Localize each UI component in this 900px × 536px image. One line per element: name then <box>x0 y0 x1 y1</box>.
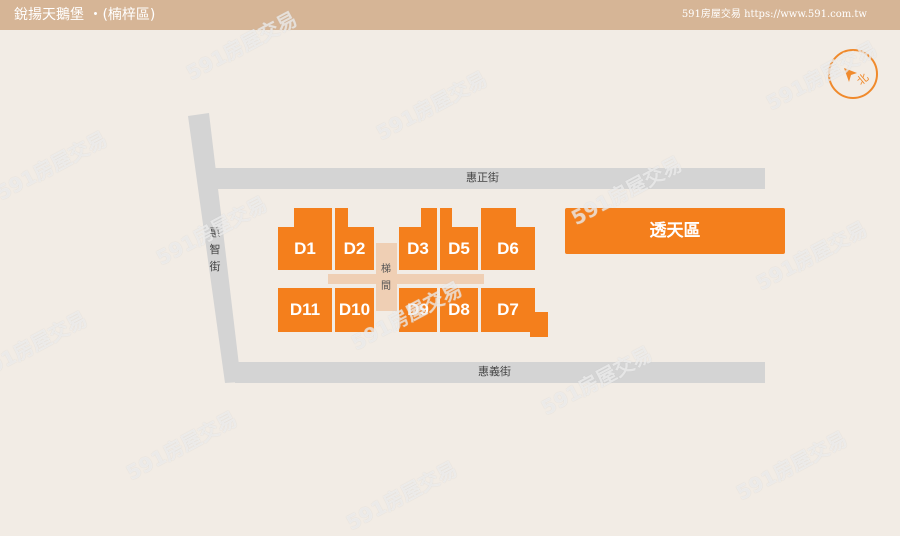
townhouse-zone[interactable]: 透天區 <box>565 208 785 254</box>
unit-shape-d7 <box>481 288 548 337</box>
road-north <box>215 168 765 189</box>
unit-d7[interactable]: D7 <box>497 300 519 319</box>
unit-d10[interactable]: D10 <box>338 300 371 319</box>
north-arrow-icon <box>844 68 857 82</box>
road-label-north: 惠正街 <box>466 171 499 184</box>
unit-shape-d11 <box>278 288 332 332</box>
road-label-west: 惠智街 <box>209 226 221 273</box>
road-label-south: 惠義街 <box>478 365 511 378</box>
unit-shape-d10 <box>335 288 374 332</box>
unit-shape-d2 <box>335 208 374 270</box>
header-bar: 銳揚天鵝堡 ・(楠梓區) 591房屋交易 https://www.591.com… <box>0 0 900 30</box>
stair-hall-horizontal <box>328 274 484 284</box>
unit-shape-d8 <box>440 288 478 332</box>
unit-shape-d9 <box>399 288 437 332</box>
unit-d8[interactable]: D8 <box>448 300 470 319</box>
unit-shape-d6 <box>481 208 535 270</box>
unit-d9[interactable]: D9 <box>407 300 429 319</box>
unit-d6[interactable]: D6 <box>497 239 519 258</box>
townhouse-zone-label: 透天區 <box>649 221 701 241</box>
unit-d2[interactable]: D2 <box>343 239 366 258</box>
unit-shape-d5 <box>440 208 478 270</box>
page-title: 銳揚天鵝堡 ・(楠梓區) <box>14 7 156 23</box>
unit-shape-d1 <box>278 208 332 270</box>
compass-button[interactable]: 北 <box>828 49 878 99</box>
unit-shapes <box>278 208 548 337</box>
site-credit: 591房屋交易 https://www.591.com.tw <box>681 9 867 20</box>
unit-d3[interactable]: D3 <box>407 239 429 258</box>
stair-hall-label: 梯間 <box>381 264 391 292</box>
road-south <box>235 362 765 383</box>
unit-d11[interactable]: D11 <box>289 300 321 319</box>
unit-d1[interactable]: D1 <box>294 239 316 258</box>
unit-shape-d3 <box>399 208 437 270</box>
unit-d5[interactable]: D5 <box>448 239 470 258</box>
road-west <box>188 113 241 383</box>
